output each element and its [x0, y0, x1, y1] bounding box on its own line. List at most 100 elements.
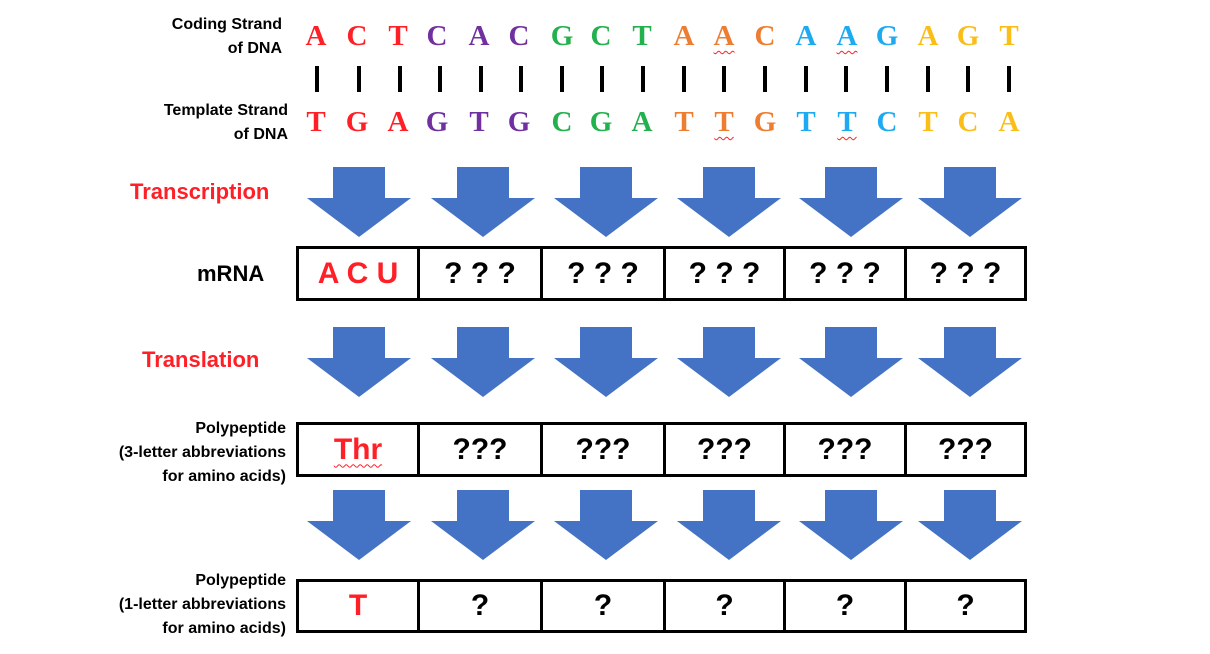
down-arrow-icon	[431, 490, 535, 560]
polypeptide-3letter-label-line2: (3-letter abbreviations	[118, 444, 286, 461]
base-pair-bond	[560, 66, 564, 92]
nucleotide-letter: A	[917, 20, 939, 52]
base-pair-bond	[966, 66, 970, 92]
cell-value: ?	[835, 589, 855, 622]
nucleotide-letter: T	[714, 106, 734, 138]
coding-strand-label: Coding Strand of DNA	[130, 13, 282, 61]
base-pair-bond	[357, 66, 361, 92]
base-pair-bond	[438, 66, 442, 92]
polypeptide-1letter-label-line3: for amino acids)	[162, 620, 286, 637]
cell-value: ? ? ?	[567, 256, 639, 290]
template-strand-base: G	[344, 106, 370, 138]
nucleotide-letter: A	[387, 106, 409, 138]
nucleotide-letter: T	[632, 20, 652, 52]
polypeptide-1letter-label-line2: (1-letter abbreviations	[118, 596, 286, 613]
nucleotide-letter: C	[957, 106, 979, 138]
nucleotide-letter: G	[589, 106, 613, 138]
coding-strand-label-line1: Coding Strand	[171, 16, 282, 33]
down-arrow-icon	[431, 167, 535, 237]
nucleotide-letter: G	[753, 106, 777, 138]
poly1-row-cell: ?	[540, 579, 666, 633]
nucleotide-letter: C	[508, 20, 530, 52]
nucleotide-letter: A	[305, 20, 327, 52]
poly3-row-cell: ???	[904, 422, 1027, 477]
template-strand-base: C	[874, 106, 900, 138]
nucleotide-letter: C	[754, 20, 776, 52]
polypeptide-1letter-label-line1: Polypeptide	[195, 572, 286, 589]
nucleotide-letter: A	[631, 106, 653, 138]
template-strand-base: G	[752, 106, 778, 138]
cell-value: ???	[697, 432, 752, 466]
template-strand-base: T	[303, 106, 329, 138]
base-pair-bond	[763, 66, 767, 92]
nucleotide-letter: G	[875, 20, 899, 52]
nucleotide-letter: C	[426, 20, 448, 52]
template-strand-label-line2: of DNA	[233, 126, 288, 143]
cell-value: ? ? ?	[809, 256, 881, 290]
down-arrow-icon	[799, 167, 903, 237]
base-pair-bond	[1007, 66, 1011, 92]
poly3-row-cell: ???	[663, 422, 786, 477]
cell-value: ???	[575, 432, 631, 466]
coding-strand-base: G	[549, 20, 575, 52]
template-strand-base: G	[588, 106, 614, 138]
base-pair-bond	[722, 66, 726, 92]
poly3-row-cell: ???	[783, 422, 907, 477]
down-arrow-icon	[554, 167, 658, 237]
poly1-row-cell: ?	[417, 579, 543, 633]
nucleotide-letter: T	[796, 106, 816, 138]
nucleotide-letter: T	[674, 106, 694, 138]
nucleotide-letter: C	[876, 106, 898, 138]
poly1-row-cell: T	[296, 579, 420, 633]
template-strand-base: A	[385, 106, 411, 138]
polypeptide-3letter-row: Thr???????????????	[296, 422, 1027, 477]
mrna-row-cell: ? ? ?	[663, 246, 786, 301]
template-strand-label-line1: Template Strand	[163, 102, 288, 119]
mrna-row-cell: ? ? ?	[540, 246, 666, 301]
mrna-row-cell: A C U	[296, 246, 420, 301]
poly1-row-cell: ?	[904, 579, 1027, 633]
nucleotide-letter: T	[469, 106, 489, 138]
template-strand-base: T	[793, 106, 819, 138]
coding-strand-base: A	[915, 20, 941, 52]
mrna-label: mRNA	[197, 261, 265, 286]
coding-strand-base: A	[671, 20, 697, 52]
down-arrow-icon	[431, 327, 535, 397]
nucleotide-letter: G	[345, 106, 369, 138]
template-strand-base: T	[834, 106, 860, 138]
cell-value: ?	[593, 589, 613, 622]
base-pair-bond	[479, 66, 483, 92]
coding-strand-base: T	[629, 20, 655, 52]
template-strand-base: G	[424, 106, 450, 138]
down-arrow-icon	[918, 327, 1022, 397]
template-strand-base: T	[711, 106, 737, 138]
down-arrow-icon	[677, 490, 781, 560]
nucleotide-letter: T	[388, 20, 408, 52]
template-strand-base: G	[506, 106, 532, 138]
down-arrow-icon	[554, 490, 658, 560]
nucleotide-letter: A	[713, 20, 735, 52]
nucleotide-letter: G	[550, 20, 574, 52]
cell-value: T	[348, 589, 368, 622]
cell-value: ? ? ?	[688, 256, 761, 290]
coding-strand-base: A	[466, 20, 492, 52]
coding-strand-base: G	[955, 20, 981, 52]
nucleotide-letter: A	[673, 20, 695, 52]
template-strand-base: A	[996, 106, 1022, 138]
cell-value: ? ? ?	[444, 256, 516, 290]
mrna-row: A C U ? ? ? ? ? ? ? ? ? ? ? ? ? ? ?	[296, 246, 1027, 301]
cell-value: ?	[470, 589, 490, 622]
translation-label: Translation	[142, 347, 260, 372]
template-strand-base: T	[466, 106, 492, 138]
template-strand-base: A	[629, 106, 655, 138]
nucleotide-letter: T	[837, 106, 857, 138]
down-arrow-icon	[307, 327, 411, 397]
mrna-row-cell: ? ? ?	[904, 246, 1027, 301]
polypeptide-3letter-label-line3: for amino acids)	[162, 468, 286, 485]
template-strand-base: T	[671, 106, 697, 138]
coding-strand-base: C	[344, 20, 370, 52]
base-pair-bond	[926, 66, 930, 92]
coding-strand-base: C	[588, 20, 614, 52]
poly3-row-cell: Thr	[296, 422, 420, 477]
cell-value: A C U	[317, 256, 399, 290]
